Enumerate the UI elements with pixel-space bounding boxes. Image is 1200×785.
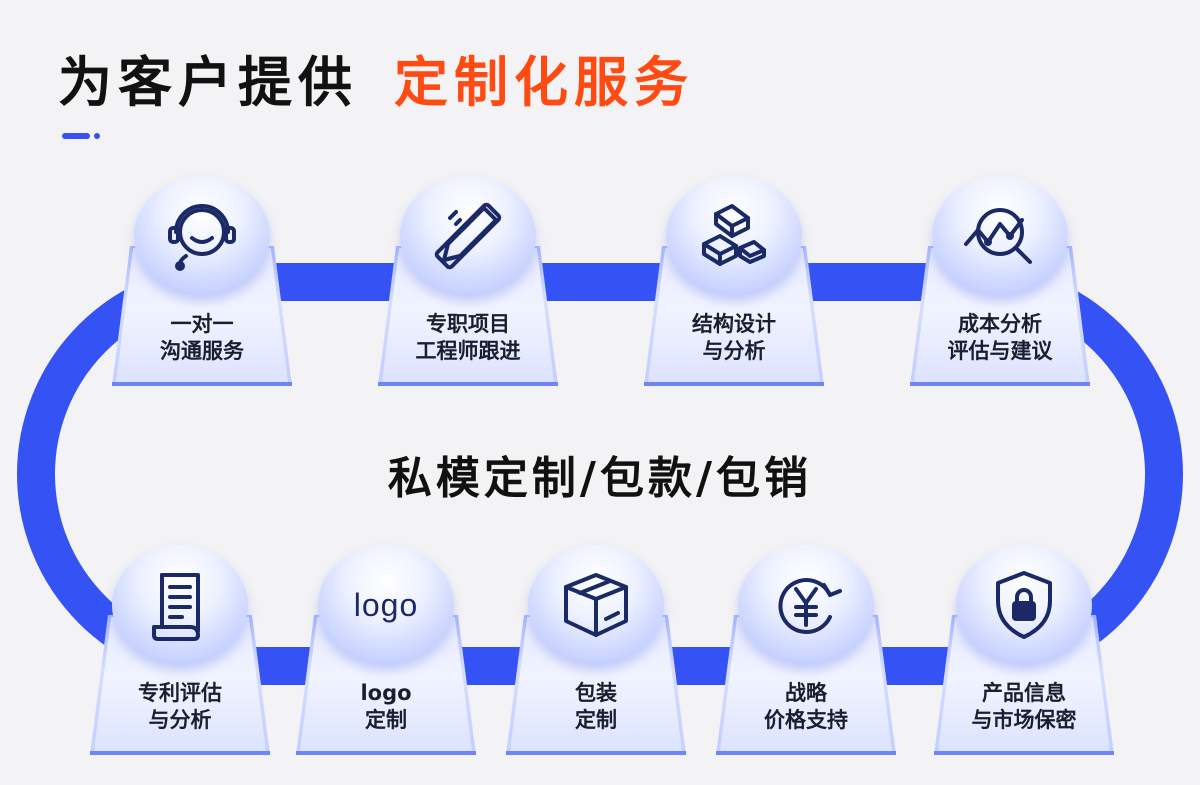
card-label-line2: 定制 <box>575 708 617 732</box>
card-label-line2: 工程师跟进 <box>415 339 521 363</box>
yuan-coin-icon <box>738 545 874 665</box>
card-label-line1: 专利评估 <box>138 681 222 705</box>
card-label-line2: 沟通服务 <box>160 339 244 363</box>
title-part-1: 为客户提供 <box>58 51 358 114</box>
service-card-packaging: 包装 定制 <box>506 545 686 765</box>
title-underline-bar <box>62 133 90 139</box>
card-label-line1: 产品信息 <box>982 681 1066 705</box>
logo-icon-text: logo <box>353 586 419 623</box>
analysis-magnifier-icon <box>932 176 1068 296</box>
card-label-line1: 包装 <box>575 681 617 705</box>
ruler-pencil-icon <box>400 176 536 296</box>
logo-icon: logo <box>318 545 454 665</box>
service-card-pricing: 战略 价格支持 <box>716 545 896 765</box>
card-label-line1: logo <box>360 681 412 705</box>
card-label-line2: 评估与建议 <box>947 339 1053 363</box>
card-label-line2: 与市场保密 <box>971 708 1077 732</box>
card-label-line2: 价格支持 <box>764 708 848 732</box>
card-label-line1: 一对一 <box>170 312 234 336</box>
card-label-line2: 与分析 <box>702 339 766 363</box>
card-label-line1: 成本分析 <box>958 312 1042 336</box>
service-card-cost-analysis: 成本分析 评估与建议 <box>910 176 1090 396</box>
card-label-line2: 定制 <box>365 708 407 732</box>
card-label-line1: 战略 <box>785 681 827 705</box>
service-card-structure: 结构设计 与分析 <box>644 176 824 396</box>
service-card-logo: logo logo 定制 <box>296 545 476 765</box>
title-underline-dot <box>94 133 100 139</box>
center-heading: 私模定制/包款/包销 <box>387 453 813 504</box>
card-label-line1: 专职项目 <box>426 312 510 336</box>
service-card-engineer: 专职项目 工程师跟进 <box>378 176 558 396</box>
service-card-patent: 专利评估 与分析 <box>90 545 270 765</box>
headset-icon <box>134 176 270 296</box>
shield-lock-icon <box>956 545 1092 665</box>
card-label-line1: 结构设计 <box>692 312 776 336</box>
package-box-icon <box>528 545 664 665</box>
structure-blocks-icon <box>666 176 802 296</box>
title-part-2-highlight: 定制化服务 <box>394 51 694 114</box>
page-title: 为客户提供定制化服务 <box>58 38 694 117</box>
service-card-confidentiality: 产品信息 与市场保密 <box>934 545 1114 765</box>
card-label-line2: 与分析 <box>148 708 212 732</box>
document-scroll-icon <box>112 545 248 665</box>
service-card-communication: 一对一 沟通服务 <box>112 176 292 396</box>
